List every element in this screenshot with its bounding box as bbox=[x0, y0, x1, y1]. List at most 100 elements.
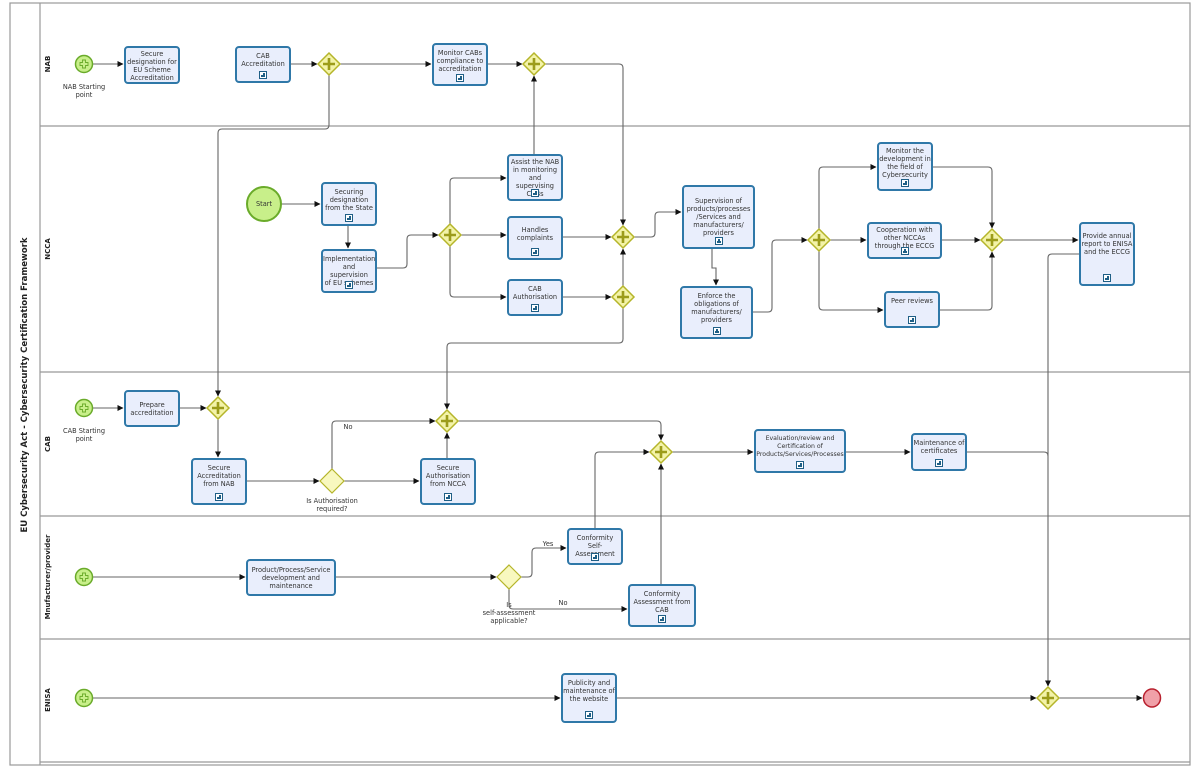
flow bbox=[967, 451, 1049, 457]
flow bbox=[818, 164, 877, 229]
task-label: Peer reviews bbox=[891, 297, 933, 305]
subprocess-plus-icon[interactable] bbox=[345, 281, 353, 289]
parallel-gateway[interactable] bbox=[521, 51, 547, 77]
flow bbox=[594, 449, 650, 528]
task-assist-nab[interactable]: Assist the NAB in monitoring and supervi… bbox=[507, 154, 563, 201]
subprocess-plus-icon[interactable] bbox=[531, 189, 539, 197]
task-label: Product/Process/Service development and … bbox=[251, 565, 331, 590]
flow bbox=[508, 589, 628, 612]
parallel-gateway[interactable] bbox=[979, 227, 1005, 253]
task-cab-accreditation[interactable]: CAB Accreditation bbox=[235, 46, 291, 83]
flow bbox=[818, 251, 884, 313]
task-enforce-obligations[interactable]: Enforce the obligations of manufacturers… bbox=[680, 286, 753, 339]
subprocess-plus-icon[interactable] bbox=[908, 316, 916, 324]
subprocess-plus-icon[interactable] bbox=[712, 327, 721, 335]
ncca-start-event[interactable] bbox=[246, 186, 282, 222]
task-cooperation-nccas[interactable]: Cooperation with other NCCAs through the… bbox=[867, 222, 942, 259]
flow bbox=[449, 175, 507, 224]
flow bbox=[1045, 253, 1079, 687]
subprocess-plus-icon[interactable] bbox=[714, 237, 723, 245]
subprocess-plus-icon[interactable] bbox=[345, 214, 353, 222]
task-label: Securing designation from the State bbox=[325, 188, 373, 212]
task-supervision-products[interactable]: Supervision of products/processes /Servi… bbox=[682, 185, 755, 249]
task-label: Prepare accreditation bbox=[130, 400, 174, 417]
subprocess-plus-icon[interactable] bbox=[796, 461, 804, 469]
task-label: Enforce the obligations of manufacturers… bbox=[691, 292, 742, 324]
cab-start-event[interactable] bbox=[74, 398, 94, 418]
task-secure-accreditation-nab[interactable]: Secure Accreditation from NAB bbox=[191, 458, 247, 505]
lane-label-ncca: NCCA bbox=[44, 238, 52, 260]
task-label: Maintenance of certificates bbox=[913, 439, 965, 455]
subprocess-plus-icon[interactable] bbox=[585, 711, 593, 719]
subprocess-plus-icon[interactable] bbox=[531, 248, 539, 256]
task-securing-designation-state[interactable]: Securing designation from the State bbox=[321, 182, 377, 226]
task-conformity-assessment-cab[interactable]: Conformity Assessment from CAB bbox=[628, 584, 696, 627]
subprocess-plus-icon[interactable] bbox=[444, 493, 452, 501]
subprocess-plus-icon[interactable] bbox=[259, 71, 267, 79]
task-monitor-development[interactable]: Monitor the development in the field of … bbox=[877, 142, 933, 191]
subprocess-plus-icon[interactable] bbox=[935, 459, 943, 467]
task-label: CAB Accreditation bbox=[241, 52, 285, 68]
subprocess-plus-icon[interactable] bbox=[901, 179, 909, 187]
task-evaluation-certification[interactable]: Evaluation/review and Certification of P… bbox=[754, 429, 846, 473]
task-maintenance-certificates[interactable]: Maintenance of certificates bbox=[911, 433, 967, 471]
edge-label-no: No bbox=[558, 599, 568, 607]
task-label: Handles complaints bbox=[516, 226, 554, 242]
flow bbox=[711, 249, 719, 286]
task-label: Cooperation with other NCCAs through the… bbox=[874, 226, 935, 250]
flow bbox=[933, 166, 995, 229]
flow bbox=[458, 420, 664, 441]
task-label: CAB Authorisation bbox=[512, 285, 558, 301]
subprocess-plus-icon[interactable] bbox=[658, 615, 666, 623]
parallel-gateway[interactable] bbox=[806, 227, 832, 253]
subprocess-plus-icon[interactable] bbox=[1103, 274, 1111, 282]
subprocess-plus-icon[interactable] bbox=[531, 304, 539, 312]
parallel-gateway[interactable] bbox=[205, 395, 231, 421]
task-peer-reviews[interactable]: Peer reviews bbox=[884, 291, 940, 328]
flow bbox=[545, 63, 626, 226]
exclusive-gateway-self-assessment[interactable] bbox=[496, 564, 522, 590]
flow bbox=[634, 209, 682, 238]
enisa-start-event[interactable] bbox=[74, 688, 94, 708]
task-monitor-cabs[interactable]: Monitor CABs compliance to accreditation bbox=[432, 43, 488, 86]
parallel-gateway[interactable] bbox=[610, 284, 636, 310]
flow bbox=[940, 251, 995, 311]
task-implementation-supervision[interactable]: Implementation and supervision of EU sch… bbox=[321, 249, 377, 293]
subprocess-plus-icon[interactable] bbox=[456, 74, 464, 82]
task-label: Provide annual report to ENISA and the E… bbox=[1081, 232, 1133, 256]
lane-label-enisa: ENISA bbox=[44, 688, 52, 712]
subprocess-plus-icon[interactable] bbox=[215, 493, 223, 501]
task-label: Secure Authorisation from NCCA bbox=[425, 464, 471, 488]
manufacturer-start-event[interactable] bbox=[74, 567, 94, 587]
task-conformity-self-assessment[interactable]: Conformity Self-Assessment bbox=[567, 528, 623, 565]
task-secure-designation[interactable]: Secure designation for EU Scheme Accredi… bbox=[124, 46, 180, 84]
task-label: Monitor CABs compliance to accreditation bbox=[436, 49, 484, 73]
parallel-gateway[interactable] bbox=[1035, 685, 1061, 711]
parallel-gateway[interactable] bbox=[648, 439, 674, 465]
task-cab-authorisation[interactable]: CAB Authorisation bbox=[507, 279, 563, 316]
task-secure-authorisation-ncca[interactable]: Secure Authorisation from NCCA bbox=[420, 458, 476, 505]
parallel-gateway[interactable] bbox=[610, 224, 636, 250]
flow bbox=[753, 237, 808, 313]
flow bbox=[444, 308, 624, 410]
parallel-gateway[interactable] bbox=[434, 408, 460, 434]
nab-start-event[interactable] bbox=[74, 54, 94, 74]
auth-gateway-label: Is Authorisation required? bbox=[306, 497, 358, 513]
task-label: Secure Accreditation from NAB bbox=[197, 464, 241, 488]
task-product-development[interactable]: Product/Process/Service development and … bbox=[246, 559, 336, 596]
task-label: Conformity Assessment from CAB bbox=[633, 590, 691, 614]
sequence-flows bbox=[93, 61, 1143, 701]
self-assessment-gateway-label: Is self-assessment applicable? bbox=[482, 601, 536, 625]
task-prepare-accreditation[interactable]: Prepare accreditation bbox=[124, 390, 180, 427]
end-event[interactable] bbox=[1142, 688, 1162, 708]
task-handles-complaints[interactable]: Handles complaints bbox=[507, 216, 563, 260]
subprocess-plus-icon[interactable] bbox=[591, 553, 599, 561]
exclusive-gateway-authorisation[interactable] bbox=[319, 468, 345, 494]
task-provide-annual-report[interactable]: Provide annual report to ENISA and the E… bbox=[1079, 222, 1135, 286]
task-publicity-website[interactable]: Publicity and maintenance of the website bbox=[561, 673, 617, 723]
parallel-gateway[interactable] bbox=[316, 51, 342, 77]
parallel-gateway[interactable] bbox=[437, 222, 463, 248]
task-label: Evaluation/review and Certification of P… bbox=[756, 435, 844, 458]
subprocess-plus-icon[interactable] bbox=[900, 247, 909, 255]
